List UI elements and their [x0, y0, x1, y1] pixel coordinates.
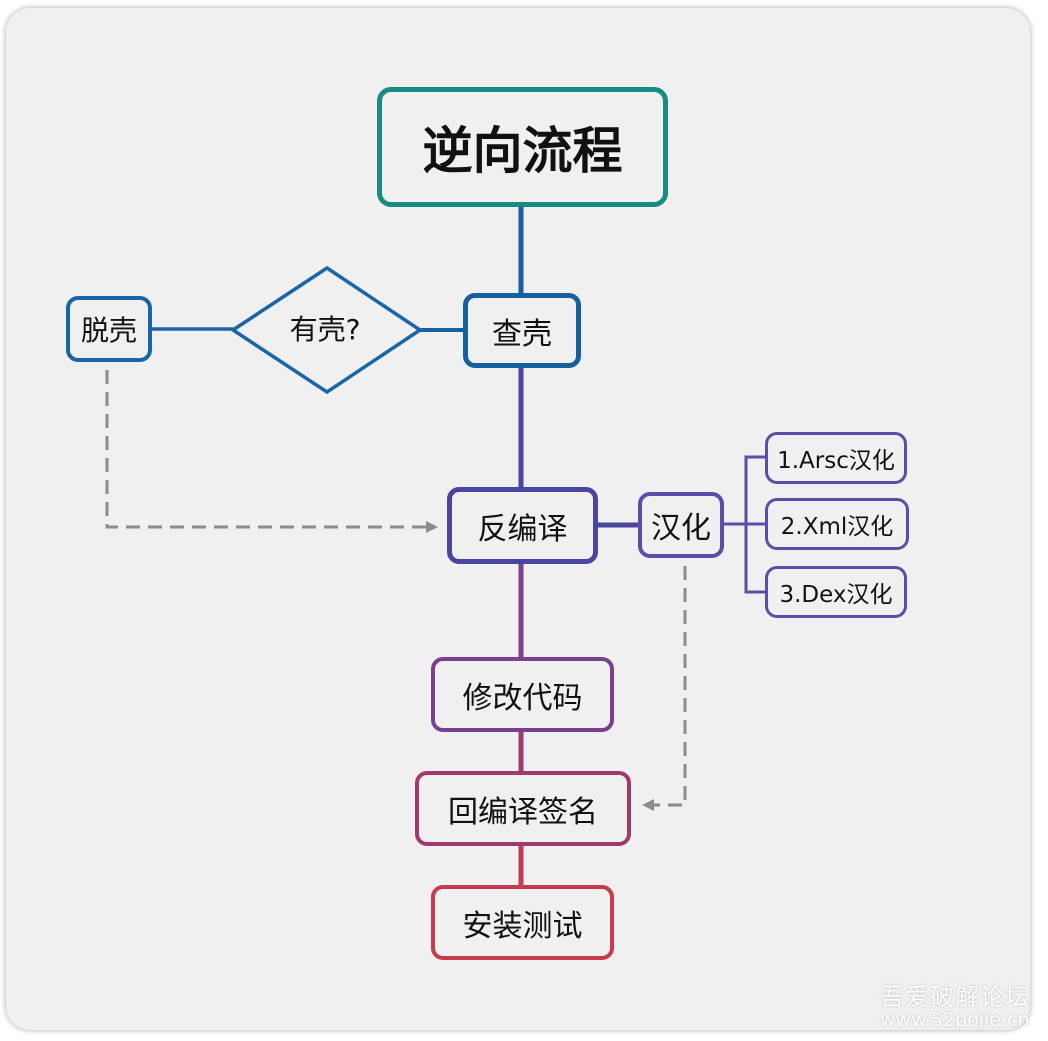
localize-step-label: 3.Dex汉化: [779, 582, 893, 608]
localize-step-dex: 3.Dex汉化: [765, 566, 907, 618]
edge-localize-recompile-dashed: [652, 566, 687, 807]
recompile-sign-label: 回编译签名: [448, 794, 598, 830]
arrowhead-to-recompile: [642, 799, 654, 811]
decision-diamond: [229, 265, 424, 395]
has-shell-decision-label: 有壳?: [289, 313, 361, 346]
localize-step-arsc: 1.Arsc汉化: [765, 432, 907, 484]
modify-code-node: 修改代码: [431, 657, 614, 732]
arrowhead-to-decompile: [426, 521, 438, 533]
recompile-sign-node: 回编译签名: [415, 771, 631, 846]
install-test-node: 安装测试: [431, 885, 614, 960]
install-test-label: 安装测试: [462, 908, 583, 944]
check-shell-node: 查壳: [463, 293, 581, 368]
watermark: 吾爱破解论坛 www.52pojie.cn: [880, 982, 1030, 1032]
modify-code-label: 修改代码: [462, 680, 583, 716]
watermark-site-name: 吾爱破解论坛: [880, 982, 1030, 1011]
title-node: 逆向流程: [377, 87, 668, 207]
localize-step-xml: 2.Xml汉化: [765, 498, 909, 550]
unpack-node: 脱壳: [66, 296, 152, 362]
decompile-label: 反编译: [477, 511, 568, 547]
check-shell-label: 查壳: [492, 316, 552, 352]
unpack-label: 脱壳: [80, 314, 137, 347]
localize-step-label: 2.Xml汉化: [780, 514, 894, 540]
localize-label: 汉化: [651, 511, 711, 546]
watermark-url: www.52pojie.cn: [880, 1009, 1030, 1032]
localize-node: 汉化: [638, 492, 724, 558]
decompile-node: 反编译: [447, 487, 598, 564]
title-text: 逆向流程: [422, 122, 623, 180]
edge-unpack-decompile-dashed: [105, 370, 430, 529]
localize-step-label: 1.Arsc汉化: [777, 448, 895, 474]
